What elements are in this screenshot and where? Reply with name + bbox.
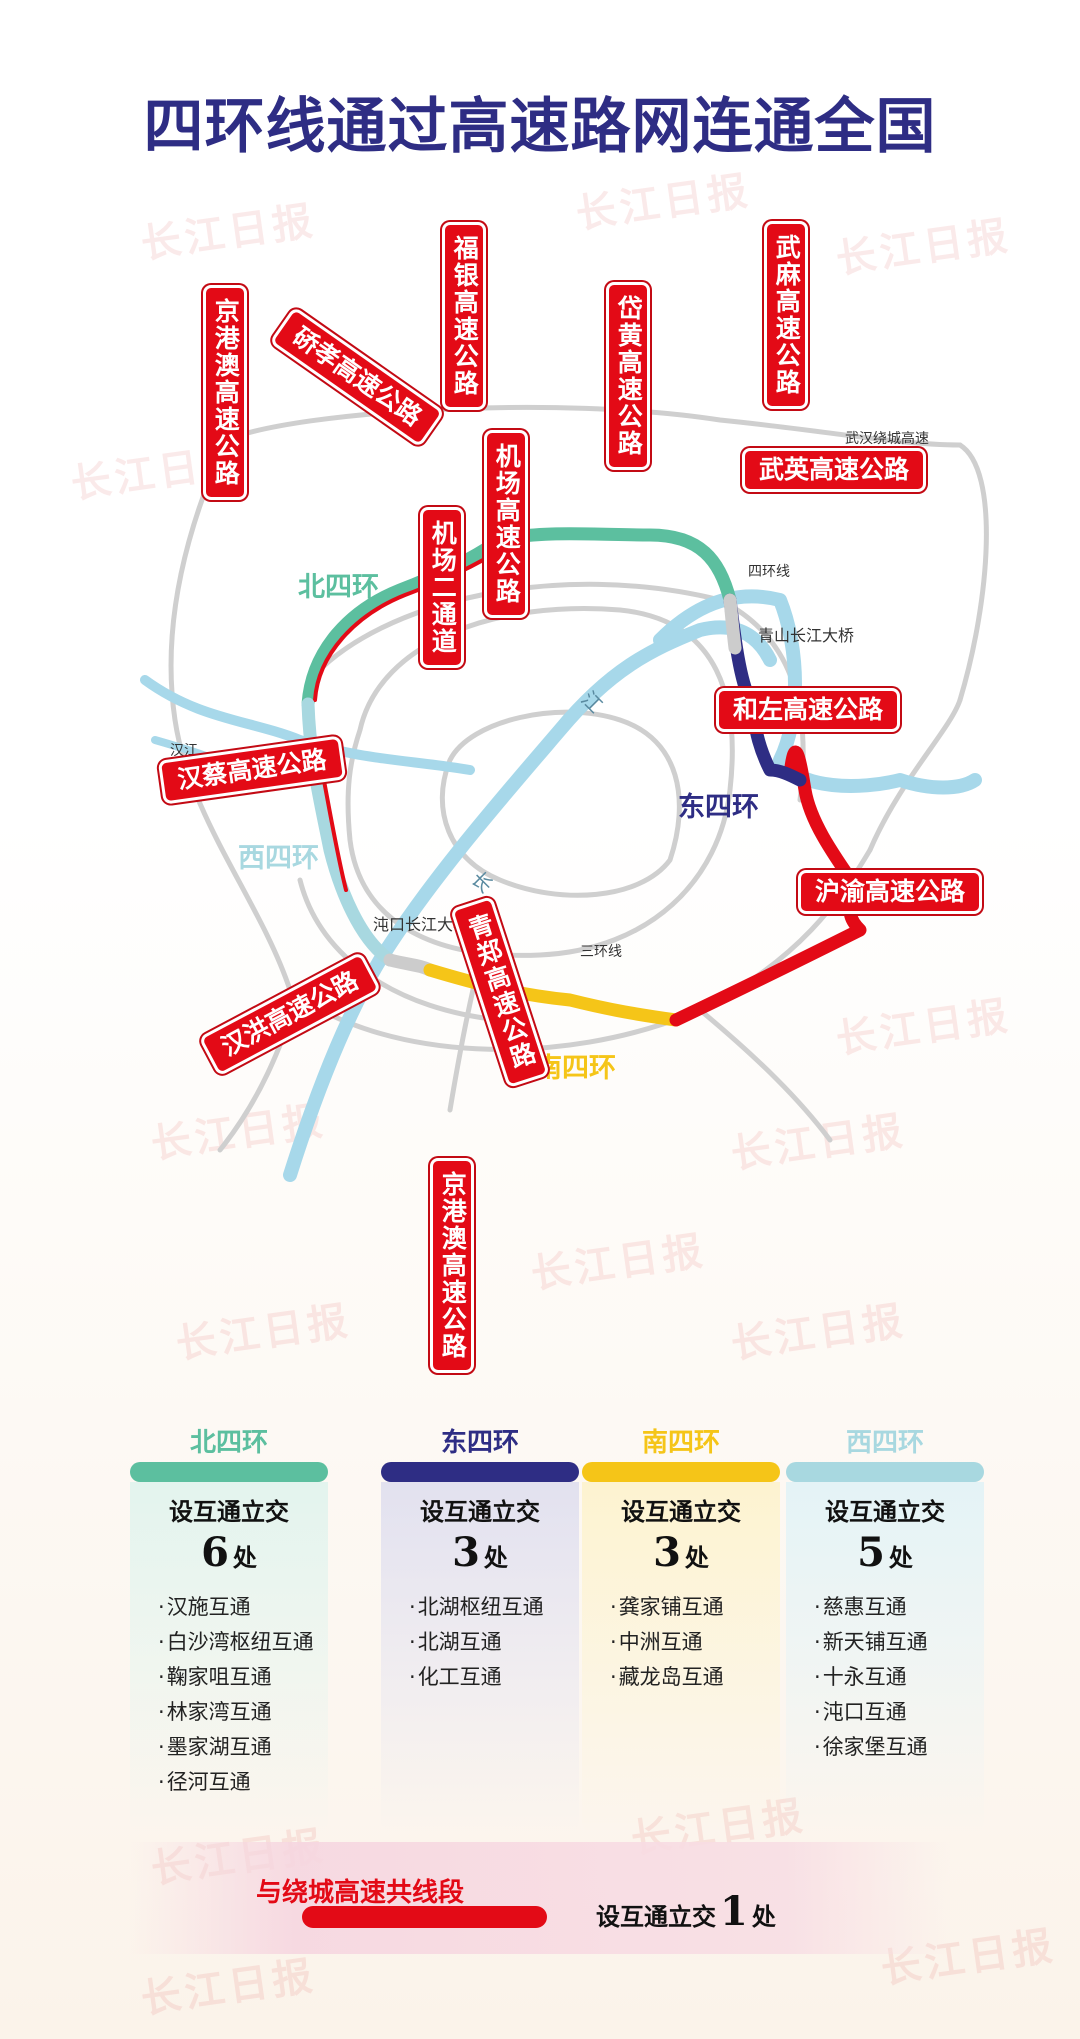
second-ring-road bbox=[439, 709, 682, 898]
page-title: 四环线通过高速路网连通全国 bbox=[143, 92, 937, 162]
count-unit: 处 bbox=[751, 1903, 776, 1931]
fourth-ring-line-label: 四环线 bbox=[748, 564, 790, 580]
count-unit: 处 bbox=[684, 1544, 709, 1572]
list-item: ·白沙湾枢纽互通 bbox=[158, 1630, 314, 1654]
list-item: ·化工互通 bbox=[409, 1665, 502, 1689]
daihuang-expressway-tag: 岱黄高速公路 bbox=[606, 282, 651, 470]
list-item: ·徐家堡互通 bbox=[814, 1735, 928, 1759]
shared-section-label: 与绕城高速共线段 bbox=[255, 1878, 464, 1908]
wuma-expressway-tag: 武麻高速公路 bbox=[764, 221, 809, 409]
jinggangao-expressway-north-tag: 京港澳高速公路 bbox=[203, 285, 248, 500]
list-item: ·汉施互通 bbox=[158, 1595, 251, 1619]
list-item: ·径河互通 bbox=[158, 1770, 251, 1794]
count-number: 5 bbox=[857, 1529, 885, 1576]
interchange-list: ·慈惠互通 ·新天铺互通 ·十永互通 ·沌口互通 ·徐家堡互通 bbox=[786, 1590, 984, 1765]
outer-ring-expressway bbox=[168, 437, 293, 993]
wuhan-ring-expressway-label: 武汉绕城高速 bbox=[845, 431, 929, 447]
watermark: 长江日报 bbox=[138, 1951, 319, 2023]
interchange-heading: 设互通立交 bbox=[169, 1498, 289, 1526]
column-bar bbox=[381, 1462, 579, 1482]
qingshan-bridge-label: 青山长江大桥 bbox=[758, 626, 855, 645]
bridge-segment bbox=[723, 593, 742, 655]
river-char: 长 bbox=[466, 867, 497, 898]
airport-second-channel-tag: 机场二通道 bbox=[420, 507, 465, 668]
column-title: 南四环 bbox=[641, 1428, 720, 1458]
hezuo-expressway-tag: 和左高速公路 bbox=[716, 688, 901, 733]
hanjiang-label: 汉江 bbox=[170, 743, 198, 759]
outer-ring-expressway bbox=[223, 404, 963, 448]
interchange-heading: 设互通立交 bbox=[825, 1498, 945, 1526]
list-item: ·龚家铺互通 bbox=[610, 1595, 724, 1619]
count-unit: 处 bbox=[888, 1544, 913, 1572]
airport-expressway-tag: 机场高速公路 bbox=[484, 430, 529, 618]
interchange-list: ·汉施互通 ·白沙湾枢纽互通 ·鞠家咀互通 ·林家湾互通 ·墨家湖互通 ·径河互… bbox=[130, 1590, 328, 1800]
count-unit: 处 bbox=[232, 1544, 257, 1572]
column-title: 北四环 bbox=[189, 1428, 268, 1458]
count-number: 3 bbox=[653, 1529, 681, 1576]
column-bar bbox=[582, 1462, 780, 1482]
interchange-list: ·北湖枢纽互通 ·北湖互通 ·化工互通 bbox=[381, 1590, 579, 1695]
list-item: ·鞠家咀互通 bbox=[158, 1665, 272, 1689]
yangtze-river bbox=[283, 620, 777, 1182]
west-fourth-ring-label: 西四环 bbox=[238, 843, 319, 874]
north-shared-edge bbox=[313, 545, 507, 702]
radial-road bbox=[697, 1007, 833, 1143]
shared-section-bar bbox=[302, 1906, 547, 1928]
column-title: 东四环 bbox=[440, 1428, 519, 1458]
list-item: ·十永互通 bbox=[814, 1665, 907, 1689]
shared-section-text: 设互通立交 bbox=[596, 1903, 716, 1931]
huyu-expressway-tag: 沪渝高速公路 bbox=[798, 870, 983, 915]
shared-section-band bbox=[130, 1842, 950, 1954]
east-fourth-ring-label: 东四环 bbox=[678, 792, 759, 823]
watermark: 长江日报 bbox=[528, 1226, 709, 1298]
list-item: ·北湖枢纽互通 bbox=[409, 1595, 544, 1619]
outer-ring-expressway bbox=[957, 442, 989, 703]
north-fourth-ring-label: 北四环 bbox=[298, 572, 379, 603]
interchange-heading: 设互通立交 bbox=[621, 1498, 741, 1526]
count-unit: 处 bbox=[483, 1544, 508, 1572]
yangtze-river bbox=[653, 589, 982, 795]
ring-road-map: 长 江 bbox=[140, 404, 989, 1182]
list-item: ·林家湾互通 bbox=[158, 1700, 272, 1724]
list-item: ·墨家湖互通 bbox=[158, 1735, 272, 1759]
list-item: ·北湖互通 bbox=[409, 1630, 502, 1654]
third-ring-road bbox=[345, 606, 735, 958]
zhuankou-bridge-label: 沌口长江大桥 bbox=[373, 915, 470, 934]
list-item: ·慈惠互通 bbox=[814, 1595, 907, 1619]
third-ring-line-label: 三环线 bbox=[580, 944, 622, 960]
count-number: 1 bbox=[720, 1888, 748, 1935]
column-bar bbox=[130, 1462, 328, 1482]
list-item: ·藏龙岛互通 bbox=[610, 1665, 724, 1689]
count-number: 6 bbox=[201, 1529, 229, 1576]
jinggangao-expressway-south-tag: 京港澳高速公路 bbox=[430, 1158, 475, 1373]
south-fourth-ring-segment bbox=[423, 963, 683, 1027]
column-title: 西四环 bbox=[845, 1428, 924, 1458]
list-item: ·新天铺互通 bbox=[814, 1630, 928, 1654]
watermark: 长江日报 bbox=[728, 1296, 909, 1368]
south-fourth-ring-label: 南四环 bbox=[535, 1053, 616, 1084]
list-item: ·沌口互通 bbox=[814, 1700, 907, 1724]
wuying-expressway-tag: 武英高速公路 bbox=[742, 448, 927, 493]
interchange-heading: 设互通立交 bbox=[420, 1498, 540, 1526]
list-item: ·中洲互通 bbox=[610, 1630, 703, 1654]
column-bar bbox=[786, 1462, 984, 1482]
watermark: 长江日报 bbox=[173, 1296, 354, 1368]
outer-ring-expressway bbox=[867, 697, 963, 853]
fuyin-expressway-tag: 福银高速公路 bbox=[442, 222, 487, 410]
count-number: 3 bbox=[452, 1529, 480, 1576]
interchange-list: ·龚家铺互通 ·中洲互通 ·藏龙岛互通 bbox=[582, 1590, 780, 1695]
